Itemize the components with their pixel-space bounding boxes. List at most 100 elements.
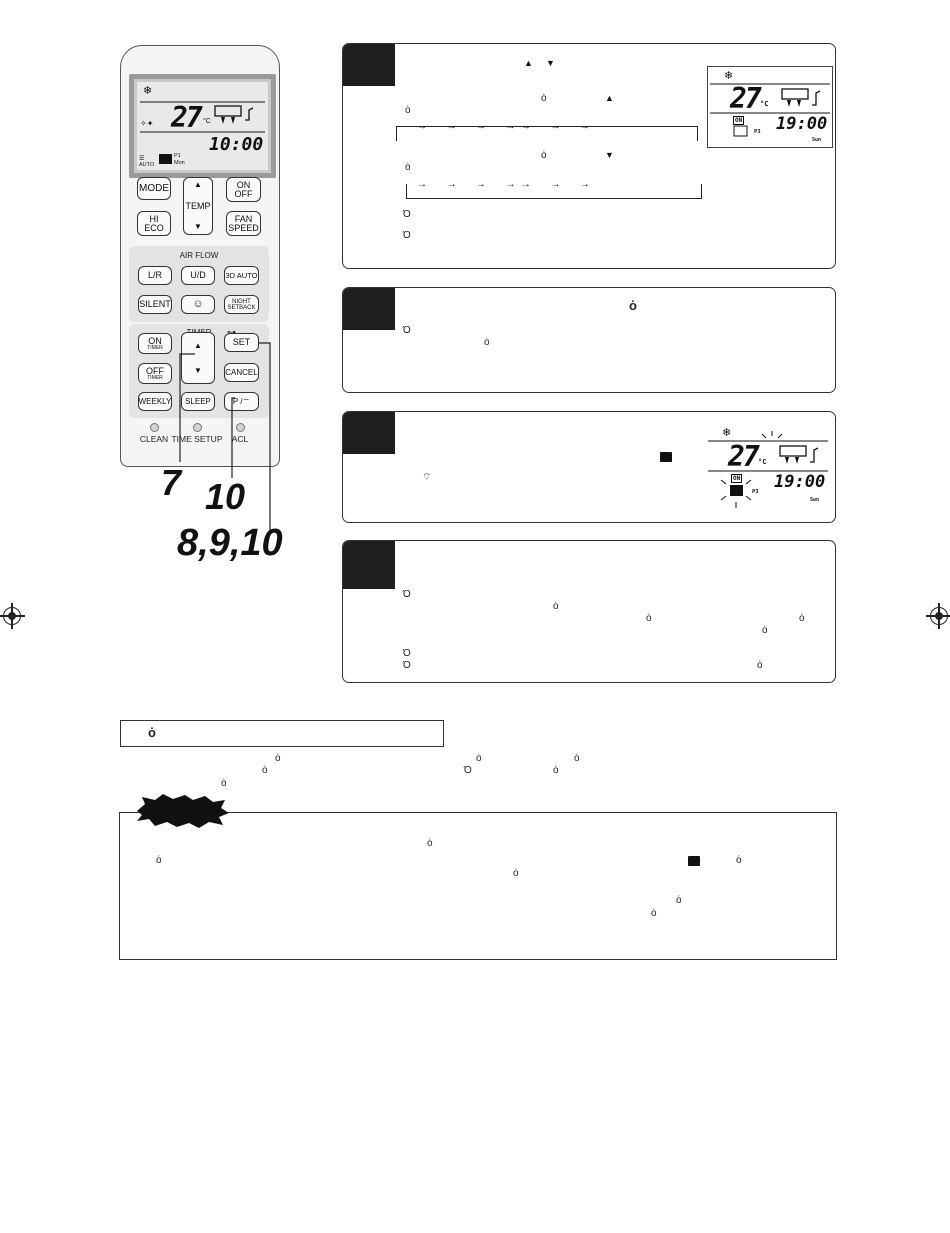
lcd1-day: Sun	[812, 137, 822, 143]
human-sensor-button[interactable]: ☺	[181, 295, 215, 314]
temp-rocker[interactable]: ▲ TEMP ▼	[183, 177, 213, 235]
lcd-unit: °C	[203, 118, 211, 125]
down-triangle-icon-2: ▼	[605, 150, 614, 160]
sleep-button[interactable]: SLEEP	[181, 392, 215, 411]
clean-label: CLEAN	[139, 434, 169, 444]
lcd-mode-text: AUTO	[139, 162, 155, 168]
remote-lcd-graphics: ❄ ✧✦ ☰	[139, 85, 265, 164]
step-number-block	[343, 288, 395, 330]
lcd1-program: P3	[754, 129, 761, 135]
ud-button[interactable]: U/D	[181, 266, 215, 285]
lcd1-clock: 19:00	[776, 114, 828, 134]
heading-bullet-glyph: ȯ	[148, 725, 156, 740]
acl-led[interactable]	[236, 423, 245, 432]
lcd-illustration-1-graphics: ❄	[710, 70, 830, 137]
lcd2-unit: °C	[758, 458, 767, 466]
time-setup-label: TIME SETUP	[171, 434, 223, 444]
lcd-temperature: 27	[171, 101, 203, 134]
sequence-bracket-down	[406, 184, 702, 199]
callout-8-9-10: 8,9,10	[177, 522, 283, 564]
bullet-glyph: ȯ	[541, 150, 547, 161]
mode-button[interactable]: MODE	[137, 177, 171, 200]
lcd2-program: P3	[752, 489, 759, 495]
paragraph-glyph: Ό	[464, 765, 472, 776]
3d-auto-button[interactable]: 3D AUTO	[224, 266, 259, 285]
bullet-glyph: ȯ	[799, 613, 805, 624]
note-glyph: ȯ	[513, 868, 519, 879]
bullet-glyph: ȯ	[646, 613, 652, 624]
paragraph-glyph: ȯ	[574, 753, 580, 764]
send-signal-icon: ⌔	[422, 472, 432, 483]
bullet-glyph: ȯ	[484, 337, 490, 348]
step-number-block	[343, 44, 395, 86]
lcd1-temperature: 27	[730, 82, 762, 115]
bullet-glyph: ȯ	[405, 162, 411, 173]
cancel-button[interactable]: CANCEL	[224, 363, 259, 382]
silent-button[interactable]: SILENT	[138, 295, 172, 314]
lcd1-timer-on: ON	[733, 116, 745, 125]
bullet-glyph: ȯ	[629, 298, 637, 313]
sequence-arrows-up: → → → → → → →	[417, 121, 590, 132]
svg-text:❄: ❄	[724, 70, 733, 82]
lcd2-day: Sun	[810, 497, 820, 503]
bullet-glyph: Ό	[403, 589, 411, 600]
svg-text:❄: ❄	[143, 85, 152, 97]
up-triangle-icon: ▲	[524, 58, 533, 68]
set-button[interactable]: SET	[224, 333, 259, 352]
remote-control: ❄ ✧✦ ☰ 27 °C 10:00 AUTO P1 Mon MODE ▲ TE…	[120, 45, 280, 467]
bullet-glyph: Ό	[403, 648, 411, 659]
sequence-arrows-down: → → → → → → →	[417, 179, 590, 190]
timer-down-icon: ▼	[194, 365, 202, 375]
program-send-button[interactable]: P / ⌔	[224, 392, 259, 411]
lcd-clock: 10:00	[209, 134, 264, 155]
note-glyph: ȯ	[676, 895, 682, 906]
remote-lcd-screen: ❄ ✧✦ ☰ 27 °C 10:00 AUTO P1 Mon	[129, 74, 276, 178]
paragraph-glyph: ȯ	[262, 765, 268, 776]
lcd2-clock: 19:00	[774, 472, 826, 492]
up-triangle-icon-2: ▲	[605, 93, 614, 103]
bullet-glyph: ȯ	[762, 625, 768, 636]
sequence-bracket-up	[396, 126, 698, 141]
bullet-glyph: Ό	[403, 209, 411, 220]
step-box-1: ▲ ▼ ȯ ▲ ȯ → → → → → → → ȯ ▼ ȯ → → → → → …	[342, 43, 836, 269]
paragraph-glyph: ȯ	[221, 778, 227, 789]
lcd-program: P1	[174, 153, 181, 159]
svg-text:☰: ☰	[139, 155, 144, 162]
step-box-3: ⌔ ❄ 27 °C ON 19:00 P3 Sun	[342, 411, 836, 523]
lcd-illustration-2: ❄ 27 °C ON 19:00 P3 Sun	[706, 422, 830, 510]
step-box-2: ȯ Ό ȯ	[342, 287, 836, 393]
bullet-glyph: ȯ	[405, 105, 411, 116]
svg-text:❄: ❄	[722, 427, 731, 439]
step-number-block	[343, 541, 395, 589]
key-icon: ⊶	[227, 327, 236, 337]
airflow-label: AIR FLOW	[179, 251, 219, 260]
lcd2-timer-on: ON	[731, 474, 743, 483]
lr-button[interactable]: L/R	[138, 266, 172, 285]
send-signal-icon: ⌔	[242, 396, 251, 406]
paragraph-glyph: ȯ	[553, 765, 559, 776]
acl-label: ACL	[231, 434, 249, 444]
time-setup-led	[193, 423, 202, 432]
program-icon	[660, 452, 672, 462]
weekly-button[interactable]: WEEKLY	[138, 392, 172, 411]
callout-10: 10	[205, 476, 246, 517]
temp-label: TEMP	[185, 200, 211, 211]
note-program-icon	[688, 856, 700, 866]
paragraph-glyph: ȯ	[476, 753, 482, 764]
note-box: ȯ ȯ ȯ ȯ ȯ ȯ	[119, 812, 837, 960]
section-heading-box: ȯ	[120, 720, 444, 747]
note-glyph: ȯ	[427, 838, 433, 849]
timer-up-icon: ▲	[194, 340, 202, 350]
timer-arrow-rocker[interactable]: ▲ ▼	[181, 332, 215, 384]
clean-led	[150, 423, 159, 432]
bullet-glyph: ȯ	[757, 660, 763, 671]
face-icon: ☺	[192, 298, 204, 310]
lcd1-unit: °C	[760, 100, 769, 108]
note-burst-badge	[137, 794, 229, 828]
